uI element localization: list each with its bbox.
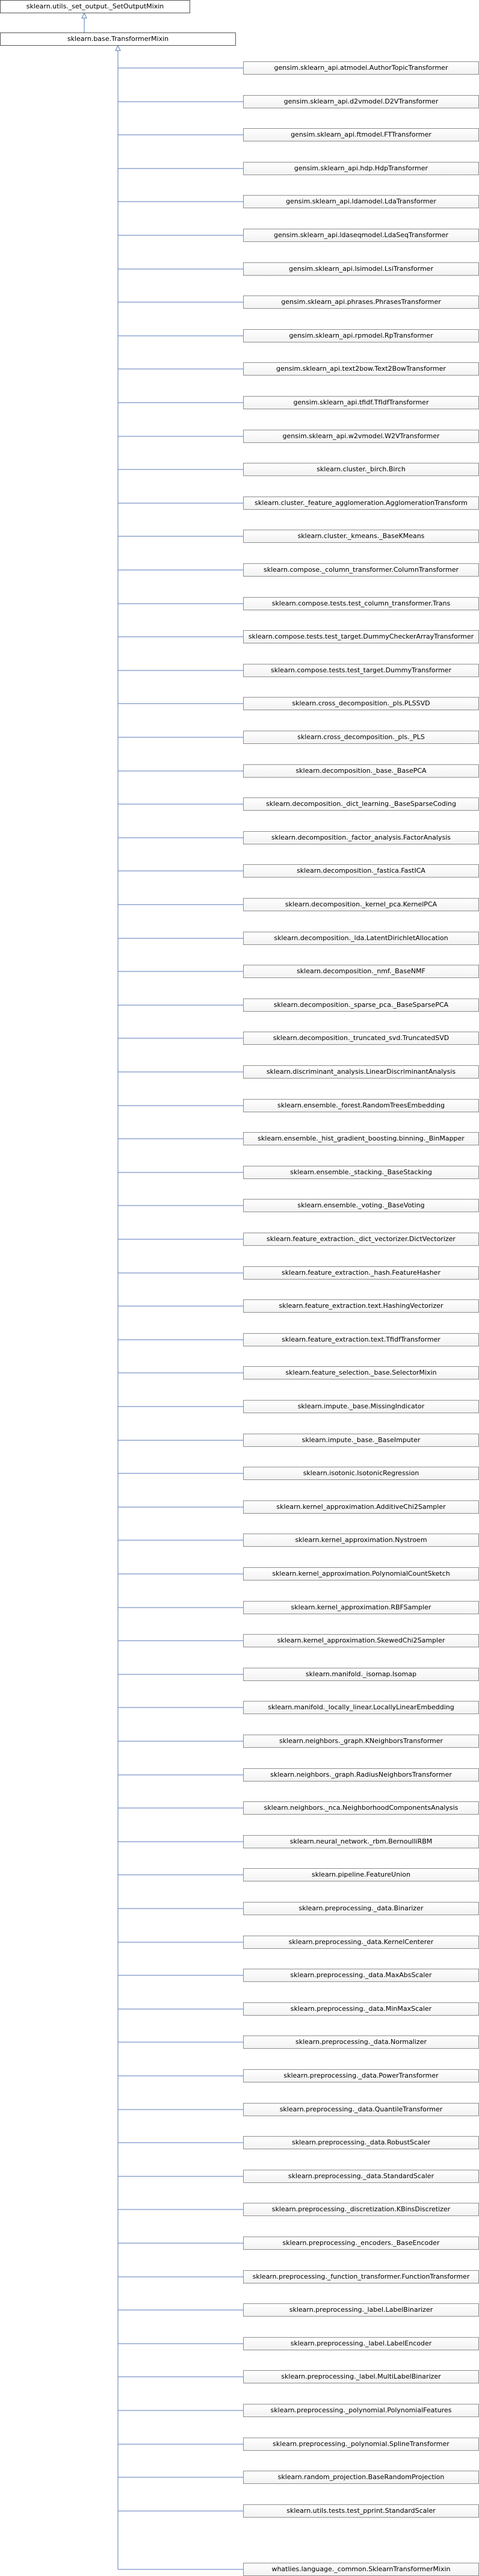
child-class-node[interactable]: sklearn.manifold._locally_linear.Locally… <box>243 1701 479 1714</box>
child-class-node[interactable]: sklearn.preprocessing._data.PowerTransfo… <box>243 2069 479 2082</box>
child-class-node[interactable]: sklearn.compose._column_transformer.Colu… <box>243 563 479 577</box>
child-class-node[interactable]: gensim.sklearn_api.lsimodel.LsiTransform… <box>243 262 479 276</box>
child-class-node[interactable]: sklearn.cluster._birch.Birch <box>243 463 479 476</box>
child-class-node[interactable]: gensim.sklearn_api.rpmodel.RpTransformer <box>243 329 479 342</box>
child-class-node[interactable]: sklearn.isotonic.IsotonicRegression <box>243 1467 479 1480</box>
child-class-node[interactable]: sklearn.compose.tests.test_column_transf… <box>243 597 479 610</box>
child-class-node[interactable]: gensim.sklearn_api.w2vmodel.W2VTransform… <box>243 430 479 443</box>
child-class-node[interactable]: sklearn.preprocessing._function_transfor… <box>243 2270 479 2283</box>
child-class-node[interactable]: sklearn.decomposition._factor_analysis.F… <box>243 831 479 844</box>
node-transformermixin[interactable]: sklearn.base.TransformerMixin <box>0 33 236 46</box>
child-class-node[interactable]: sklearn.feature_extraction._hash.Feature… <box>243 1266 479 1280</box>
child-class-node[interactable]: sklearn.decomposition._fastica.FastICA <box>243 864 479 878</box>
child-class-node[interactable]: sklearn.neural_network._rbm.BernoulliRBM <box>243 1835 479 1848</box>
child-class-node[interactable]: sklearn.kernel_approximation.SkewedChi2S… <box>243 1634 479 1647</box>
child-class-node[interactable]: sklearn.compose.tests.test_target.DummyC… <box>243 630 479 643</box>
inheritance-edges <box>81 12 243 2570</box>
child-class-node[interactable]: sklearn.preprocessing._data.QuantileTran… <box>243 2103 479 2116</box>
child-class-node[interactable]: sklearn.manifold._isomap.Isomap <box>243 1668 479 1681</box>
child-class-node[interactable]: sklearn.preprocessing._polynomial.Polyno… <box>243 2404 479 2417</box>
child-class-node[interactable]: sklearn.preprocessing._data.Normalizer <box>243 2036 479 2049</box>
child-class-node[interactable]: sklearn.kernel_approximation.AdditiveChi… <box>243 1500 479 1514</box>
child-class-node[interactable]: sklearn.cluster._feature_agglomeration.A… <box>243 497 479 510</box>
child-class-node[interactable]: sklearn.random_projection.BaseRandomProj… <box>243 2471 479 2484</box>
child-class-node[interactable]: sklearn.preprocessing._label.MultiLabelB… <box>243 2370 479 2383</box>
child-class-node[interactable]: sklearn.utils.tests.test_pprint.Standard… <box>243 2504 479 2518</box>
edge-arrow-parent <box>81 12 87 19</box>
child-class-node[interactable]: sklearn.kernel_approximation.RBFSampler <box>243 1601 479 1614</box>
child-class-node[interactable]: sklearn.cross_decomposition._pls.PLSSVD <box>243 697 479 710</box>
child-class-node[interactable]: sklearn.impute._base._BaseImputer <box>243 1434 479 1447</box>
child-class-node[interactable]: gensim.sklearn_api.text2bow.Text2BowTran… <box>243 362 479 376</box>
child-class-node[interactable]: sklearn.kernel_approximation.PolynomialC… <box>243 1567 479 1581</box>
child-class-node[interactable]: sklearn.preprocessing._data.StandardScal… <box>243 2170 479 2183</box>
child-class-node[interactable]: sklearn.ensemble._hist_gradient_boosting… <box>243 1132 479 1145</box>
child-class-node[interactable]: sklearn.decomposition._dict_learning._Ba… <box>243 797 479 811</box>
child-class-node[interactable]: sklearn.neighbors._graph.RadiusNeighbors… <box>243 1768 479 1782</box>
child-class-node[interactable]: sklearn.decomposition._base._BasePCA <box>243 764 479 778</box>
child-class-node[interactable]: sklearn.decomposition._lda.LatentDirichl… <box>243 932 479 945</box>
child-class-node[interactable]: sklearn.preprocessing._data.KernelCenter… <box>243 1936 479 1949</box>
edge-arrow-base <box>115 45 121 51</box>
child-class-node[interactable]: sklearn.decomposition._nmf._BaseNMF <box>243 965 479 978</box>
child-class-node[interactable]: gensim.sklearn_api.tfidf.TfIdfTransforme… <box>243 396 479 409</box>
child-class-node[interactable]: sklearn.preprocessing._encoders._BaseEnc… <box>243 2237 479 2250</box>
node-setoutputmixin[interactable]: sklearn.utils._set_output._SetOutputMixi… <box>0 0 190 13</box>
child-class-node[interactable]: sklearn.preprocessing._data.Binarizer <box>243 1902 479 1915</box>
child-class-node[interactable]: sklearn.neighbors._nca.NeighborhoodCompo… <box>243 1801 479 1815</box>
child-class-node[interactable]: sklearn.feature_extraction.text.HashingV… <box>243 1299 479 1313</box>
child-class-node[interactable]: sklearn.pipeline.FeatureUnion <box>243 1868 479 1881</box>
child-class-node[interactable]: gensim.sklearn_api.atmodel.AuthorTopicTr… <box>243 61 479 75</box>
child-class-node[interactable]: sklearn.ensemble._voting._BaseVoting <box>243 1199 479 1212</box>
child-class-node[interactable]: sklearn.impute._base.MissingIndicator <box>243 1400 479 1413</box>
child-class-node[interactable]: gensim.sklearn_api.ldamodel.LdaTransform… <box>243 195 479 208</box>
child-class-node[interactable]: gensim.sklearn_api.d2vmodel.D2VTransform… <box>243 95 479 108</box>
child-class-node[interactable]: sklearn.ensemble._stacking._BaseStacking <box>243 1166 479 1179</box>
child-class-node[interactable]: sklearn.preprocessing._data.RobustScaler <box>243 2136 479 2149</box>
child-class-node[interactable]: gensim.sklearn_api.hdp.HdpTransformer <box>243 162 479 175</box>
child-class-node[interactable]: sklearn.preprocessing._polynomial.Spline… <box>243 2438 479 2451</box>
child-class-node[interactable]: sklearn.neighbors._graph.KNeighborsTrans… <box>243 1735 479 1748</box>
child-class-node[interactable]: sklearn.preprocessing._data.MaxAbsScaler <box>243 1969 479 1982</box>
child-class-node[interactable]: gensim.sklearn_api.ldaseqmodel.LdaSeqTra… <box>243 229 479 242</box>
child-class-node[interactable]: sklearn.feature_extraction.text.TfidfTra… <box>243 1333 479 1346</box>
child-class-node[interactable]: sklearn.preprocessing._data.MinMaxScaler <box>243 2002 479 2016</box>
child-class-node[interactable]: sklearn.preprocessing._discretization.KB… <box>243 2203 479 2216</box>
child-class-node[interactable]: sklearn.feature_selection._base.Selector… <box>243 1366 479 1379</box>
child-class-node[interactable]: sklearn.compose.tests.test_target.DummyT… <box>243 664 479 677</box>
child-class-node[interactable]: sklearn.kernel_approximation.Nystroem <box>243 1534 479 1547</box>
child-class-node[interactable]: sklearn.decomposition._kernel_pca.Kernel… <box>243 898 479 911</box>
child-class-node[interactable]: sklearn.ensemble._forest.RandomTreesEmbe… <box>243 1099 479 1112</box>
child-class-node[interactable]: sklearn.cross_decomposition._pls._PLS <box>243 731 479 744</box>
child-class-node[interactable]: sklearn.feature_extraction._dict_vectori… <box>243 1233 479 1246</box>
child-class-node[interactable]: sklearn.cluster._kmeans._BaseKMeans <box>243 530 479 543</box>
child-class-node[interactable]: gensim.sklearn_api.phrases.PhrasesTransf… <box>243 296 479 309</box>
child-class-node[interactable]: sklearn.decomposition._sparse_pca._BaseS… <box>243 999 479 1012</box>
child-class-node[interactable]: sklearn.decomposition._truncated_svd.Tru… <box>243 1032 479 1045</box>
child-class-node[interactable]: whatlies.language._common.SklearnTransfo… <box>243 2563 479 2576</box>
child-class-node[interactable]: gensim.sklearn_api.ftmodel.FTTransformer <box>243 128 479 141</box>
child-class-node[interactable]: sklearn.preprocessing._label.LabelEncode… <box>243 2337 479 2350</box>
child-class-node[interactable]: sklearn.discriminant_analysis.LinearDisc… <box>243 1065 479 1079</box>
child-class-node[interactable]: sklearn.preprocessing._label.LabelBinari… <box>243 2303 479 2317</box>
